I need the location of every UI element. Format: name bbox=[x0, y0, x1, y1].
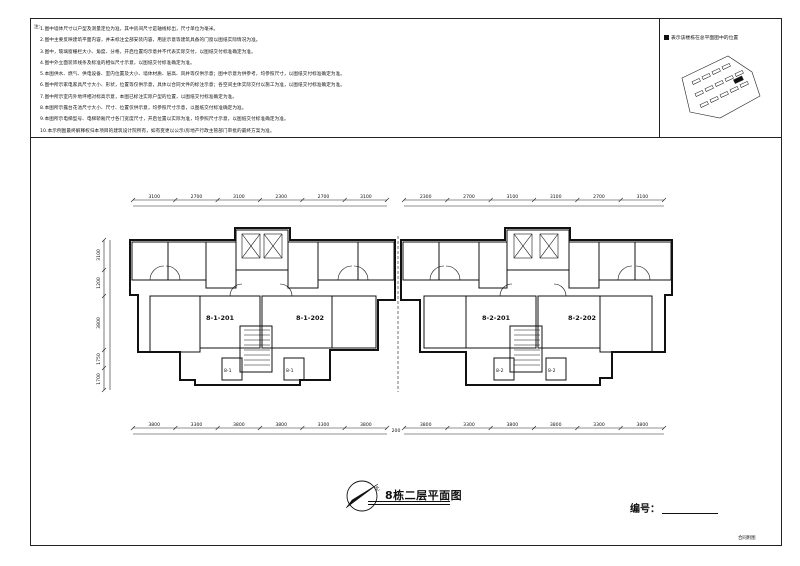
dimension-label: 3100 bbox=[96, 249, 102, 261]
dimension-label: 3300 bbox=[318, 422, 330, 428]
dimension-label: 3100 bbox=[233, 194, 245, 200]
note-item: 6.图中所示家电家具尺寸大小、形状，位置等仅供示意，具体以合同文件的标注示意；各… bbox=[40, 83, 345, 89]
keyplan-panel bbox=[660, 18, 782, 138]
north-arrow-icon bbox=[345, 480, 379, 512]
dimension-label: 3300 bbox=[463, 422, 475, 428]
note-item: 5.本图供水、燃气、供电设备、室内位置及大小、墙体材质、层高、风井等仅供示意；图… bbox=[40, 72, 345, 78]
note-item: 10.本示例图最终解释权归本项目的建筑设计院所有，如有变更以公示/房地产行政主管… bbox=[40, 128, 275, 134]
dimension-label: 2300 bbox=[275, 194, 287, 200]
note-item: 7.图中所示室内外地坪相对标高示意，本图已标注实际户型的位置，以图纸交付标准确定… bbox=[40, 94, 238, 100]
title-underline-thin bbox=[368, 504, 450, 505]
dimension-label: 3300 bbox=[593, 422, 605, 428]
dimension-label: 3800 bbox=[550, 422, 562, 428]
dimension-label: 3300 bbox=[191, 422, 203, 428]
note-item: 9.本图所示电梯型号、电梯轿厢尺寸各门宽度尺寸，开启位置以实际为准，均参照尺寸示… bbox=[40, 117, 289, 123]
dimension-label: 1700 bbox=[96, 373, 102, 385]
dimension-label: 3100 bbox=[360, 194, 372, 200]
dimension-label: 3800 bbox=[275, 422, 287, 428]
note-item: 8.本图所示露台花池尺寸大小、尺寸、位置仅供示意，均参照尺寸示意，以图纸交付标准… bbox=[40, 106, 247, 112]
dimension-label: 3800 bbox=[148, 422, 160, 428]
note-item: 3.图中，玻璃窗栅栏大小、角度、分格，开启位置均示意并不代表实际交付，以图纸交付… bbox=[40, 49, 256, 55]
dimension-label: 3800 bbox=[506, 422, 518, 428]
notes-list: 1.图中墙体尺寸以户型及测量定位为准，其中房间尺寸是轴线标出，尺寸单位为毫米。 2… bbox=[40, 24, 345, 137]
drawing-frame bbox=[30, 18, 782, 546]
dimension-label: 2700 bbox=[191, 194, 203, 200]
keyplan-sketch bbox=[681, 55, 761, 119]
dimension-label: 1200 bbox=[96, 277, 102, 289]
dimension-label: 3800 bbox=[233, 422, 245, 428]
drawing-title: 8栋二层平面图 bbox=[385, 489, 463, 502]
code-field-line bbox=[662, 513, 718, 514]
lift-tag: 8-1 bbox=[286, 368, 294, 374]
building-walls bbox=[129, 227, 673, 392]
unit-label: 8-1-202 bbox=[296, 314, 324, 322]
dimension-label: 3800 bbox=[636, 422, 648, 428]
notes-prefix: 注： bbox=[34, 25, 44, 30]
notes-panel bbox=[30, 18, 660, 138]
unit-label: 8-1-201 bbox=[206, 314, 234, 322]
lift-tag: 8-2 bbox=[496, 368, 504, 374]
dimension-label: 3100 bbox=[636, 194, 648, 200]
note-item: 4.图中外立面装饰线条及标准的相似尺寸示意，以图纸交付标准确定为准。 bbox=[40, 60, 195, 66]
lift-tag: 8-1 bbox=[224, 368, 232, 374]
dimension-label: 3800 bbox=[360, 422, 372, 428]
dimension-label: 3100 bbox=[506, 194, 518, 200]
note-item: 1.图中墙体尺寸以户型及测量定位为准，其中房间尺寸是轴线标出，尺寸单位为毫米。 bbox=[40, 27, 219, 32]
dimension-label: 3100 bbox=[148, 194, 160, 200]
keyplan-legend: 表示该楼栋在总平面图中的位置 bbox=[664, 34, 738, 41]
unit-label: 8-2-202 bbox=[568, 314, 596, 322]
dimension-label: 2300 bbox=[420, 194, 432, 200]
dimension-label: 2700 bbox=[593, 194, 605, 200]
dimension-label: 3800 bbox=[96, 317, 102, 329]
unit-label: 8-2-201 bbox=[482, 314, 510, 322]
note-item: 2.图中主要反映建筑平面内容，并未标注全部安装内容，用途示意等建筑具备的门窗以图… bbox=[40, 38, 261, 44]
keyplan-legend-text: 表示该楼栋在总平面图中的位置 bbox=[671, 36, 739, 41]
dimension-label: 1750 bbox=[96, 353, 102, 365]
dimension-label: 3800 bbox=[420, 422, 432, 428]
title-underline bbox=[368, 501, 450, 502]
dimension-label: 200 bbox=[392, 428, 401, 434]
dimension-label: 2700 bbox=[463, 194, 475, 200]
dimension-label: 2700 bbox=[318, 194, 330, 200]
legend-square-icon bbox=[664, 35, 669, 40]
lift-tag: 8-2 bbox=[548, 368, 556, 374]
code-label: 编号： bbox=[630, 504, 660, 515]
corner-note: 合同附图 bbox=[738, 536, 756, 541]
dimension-label: 3100 bbox=[550, 194, 562, 200]
north-label: 北 bbox=[375, 487, 380, 492]
